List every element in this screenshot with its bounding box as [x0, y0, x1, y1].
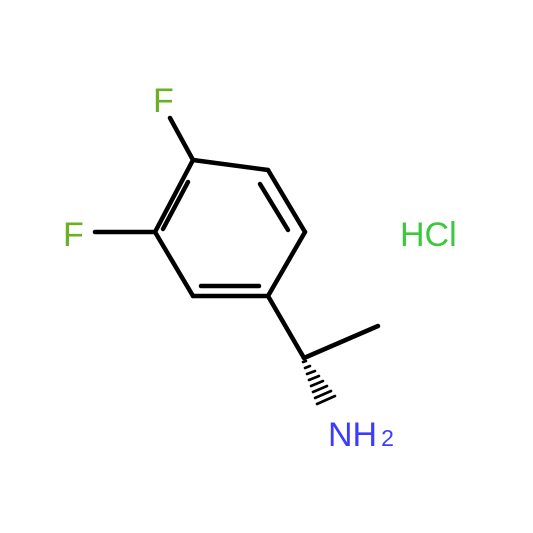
- bond-c1-c2: [190, 157, 271, 173]
- bond-c6-c1: [152, 157, 196, 235]
- fluorine-top-label: F: [153, 82, 174, 120]
- bond-chiral-carbon-methyl: [301, 323, 381, 361]
- hcl-salt-label: HCl: [400, 216, 457, 254]
- bond-c1-f-top: [167, 115, 196, 163]
- bond-c3-c4: [265, 229, 308, 299]
- bond-c2-c3: [265, 167, 308, 235]
- double-bond-inner-c1-c6: [160, 179, 191, 232]
- amine-label: NH 2: [328, 416, 394, 454]
- hashed-wedge-bond-to-amine: [301, 359, 337, 406]
- double-bond-inner-c2-c3: [257, 181, 291, 233]
- bond-c5-c6: [152, 229, 196, 299]
- amine-subscript: 2: [381, 425, 394, 451]
- fluorine-left-label: F: [63, 216, 84, 254]
- amine-text: NH: [328, 416, 377, 454]
- bond-ring-to-chiral-carbon: [265, 293, 307, 361]
